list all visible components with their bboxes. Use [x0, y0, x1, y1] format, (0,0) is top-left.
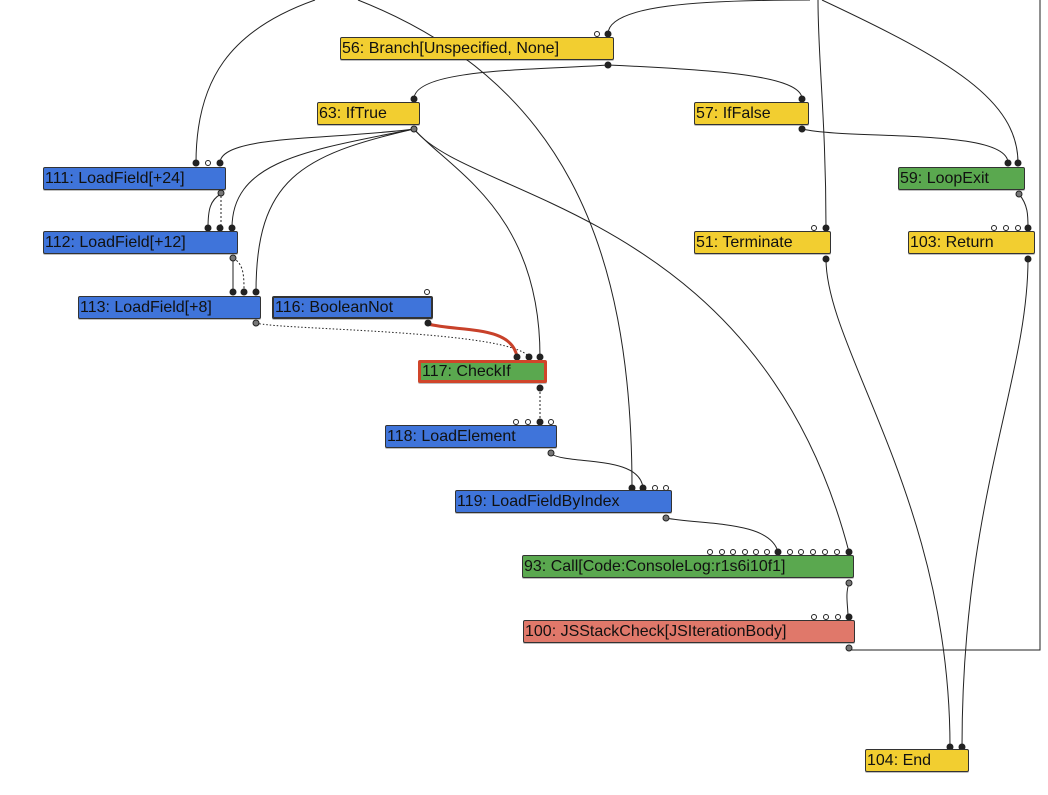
edge: [961, 258, 1029, 748]
edge: [846, 582, 850, 618]
edge: [413, 128, 850, 553]
edge: [550, 453, 644, 489]
edge: [821, 0, 1019, 164]
node-63-iftrue[interactable]: 63: IfTrue: [317, 102, 420, 125]
node-111-loadfield[interactable]: 111: LoadField[+24]: [43, 167, 226, 190]
edge: [413, 128, 541, 358]
node-51-terminate[interactable]: 51: Terminate: [694, 231, 831, 254]
edge: [255, 128, 415, 293]
node-104-end[interactable]: 104: End: [865, 749, 969, 772]
edge: [825, 258, 951, 748]
output-ports: [217, 61, 1032, 652]
edge: [607, 0, 811, 35]
node-59-loopexit[interactable]: 59: LoopExit: [898, 167, 1025, 190]
edge: [607, 64, 803, 100]
node-118-loadelement[interactable]: 118: LoadElement: [385, 425, 557, 448]
input-ports: [192, 30, 1032, 751]
edge: [357, 0, 633, 489]
node-113-loadfield[interactable]: 113: LoadField[+8]: [78, 296, 261, 319]
node-100-jsstackcheck[interactable]: 100: JSStackCheck[JSIterationBody]: [523, 620, 855, 643]
node-57-iffalse[interactable]: 57: IfFalse: [694, 102, 809, 125]
node-103-return[interactable]: 103: Return: [908, 231, 1035, 254]
node-116-booleannot[interactable]: 116: BooleanNot: [272, 296, 433, 319]
edge: [255, 322, 530, 358]
edge: [231, 128, 415, 229]
edge: [849, 0, 1041, 651]
edge: [1018, 193, 1029, 229]
node-119-loadfieldbyindex[interactable]: 119: LoadFieldByIndex: [455, 490, 672, 513]
edge: [413, 64, 609, 100]
edge: [219, 128, 415, 164]
node-56-branch[interactable]: 56: Branch[Unspecified, None]: [340, 37, 614, 60]
edge: [232, 257, 245, 293]
node-117-checkif[interactable]: 117: CheckIf: [418, 360, 547, 383]
highlight-edge: [427, 322, 519, 358]
node-112-loadfield[interactable]: 112: LoadField[+12]: [43, 231, 238, 254]
edge: [665, 517, 779, 553]
node-93-call[interactable]: 93: Call[Code:ConsoleLog:r1s6i10f1]: [522, 555, 854, 578]
edge: [207, 193, 222, 229]
edge: [801, 128, 1009, 164]
edge: [817, 0, 827, 230]
edge: [195, 0, 316, 164]
